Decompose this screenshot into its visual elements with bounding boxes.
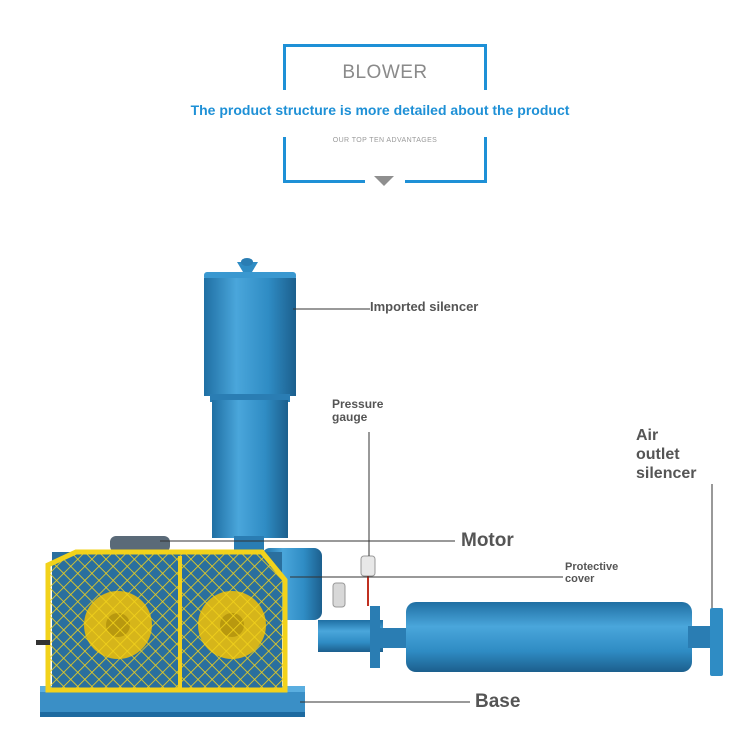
frame-top [283,44,487,47]
label-motor: Motor [461,530,514,551]
frame-right-bottom [484,137,487,183]
page-subtitle: The product structure is more detailed a… [190,102,570,118]
down-triangle-icon [374,176,394,186]
air-outlet-silencer [380,602,723,676]
imported-silencer [204,258,296,550]
label-pressure-gauge-line2: gauge [332,410,368,424]
frame-bottom-left [283,180,365,183]
label-protective-cover-line1: Protective [565,561,619,573]
frame-right-top [484,44,487,90]
label-pressure-gauge-line1: Pressure [332,397,384,411]
label-base: Base [475,691,521,712]
header-frame [283,44,487,183]
label-imported-silencer: Imported silencer [370,299,479,314]
label-pressure-gauge: Pressure gauge [332,398,383,424]
label-protective-cover: Protective cover [565,561,618,585]
motor-guard [36,536,288,693]
label-air-outlet-silencer: Air outlet silencer [636,426,696,483]
leader-lines [160,308,713,703]
frame-left-bottom [283,137,286,183]
frame-left-top [283,44,286,90]
label-air-outlet-line3: silencer [636,465,697,482]
page-title: BLOWER [342,62,428,83]
frame-bottom-right [405,180,487,183]
label-air-outlet-line1: Air [636,427,659,444]
pressure-gauge [332,555,376,608]
label-air-outlet-line2: outlet [636,446,680,463]
small-caption: OUR TOP TEN ADVANTAGES [332,137,438,144]
label-protective-cover-line2: cover [565,573,595,585]
